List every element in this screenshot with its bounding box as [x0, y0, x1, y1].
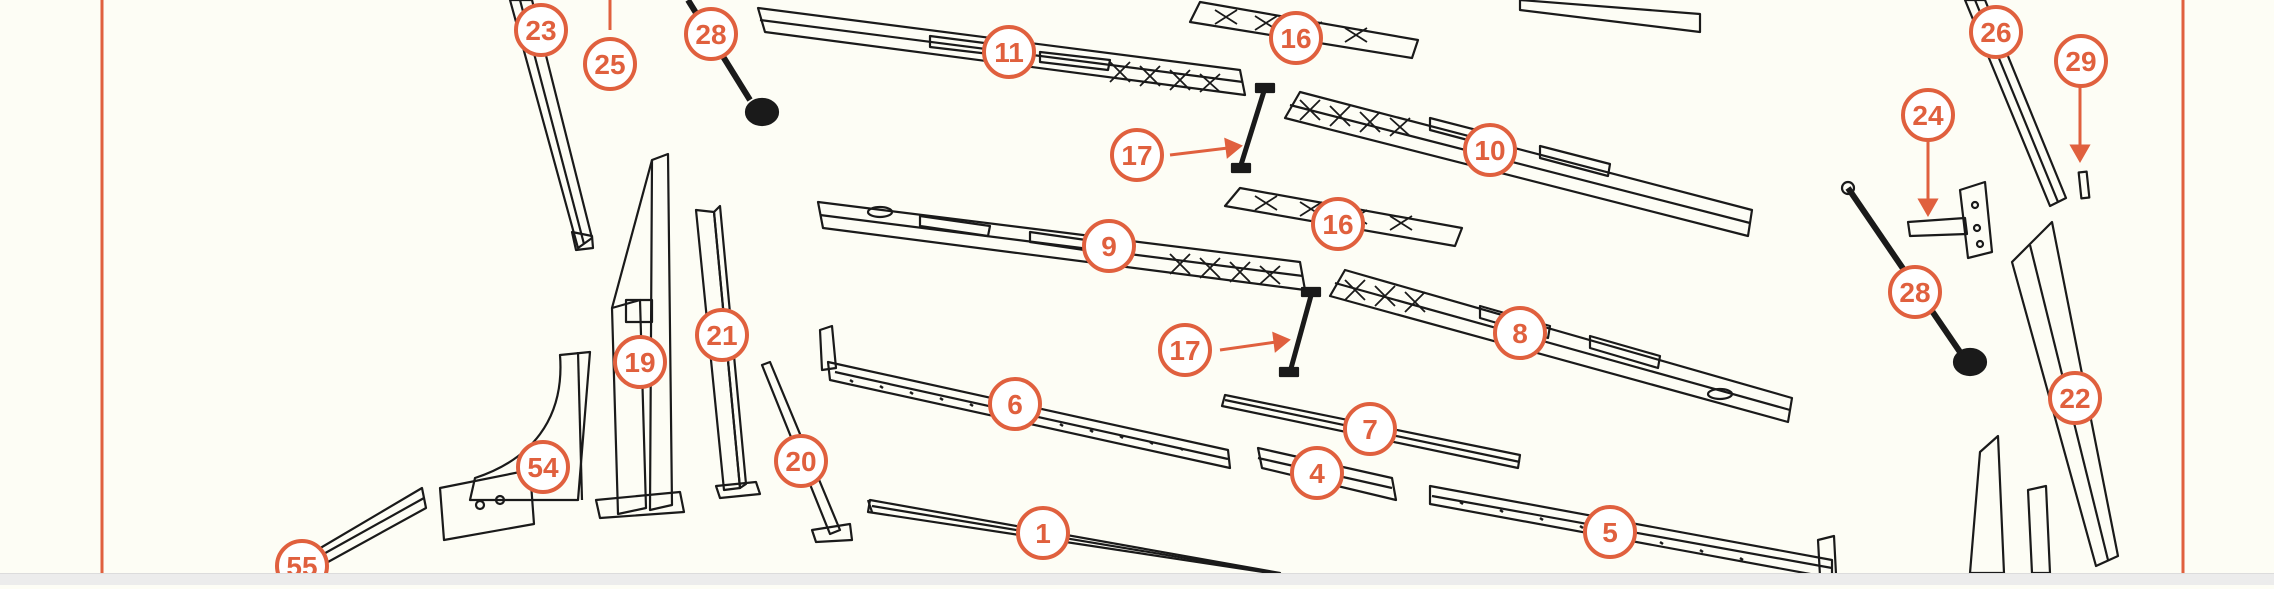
- callout-label: 21: [706, 320, 737, 351]
- part-beam-top-right: [1518, 0, 1702, 34]
- callout-label: 23: [525, 15, 556, 46]
- part-upright-19: [594, 152, 686, 520]
- part-bar-1: [866, 498, 1282, 575]
- callout-28: 28: [684, 7, 738, 61]
- callout-24: 24: [1901, 88, 1955, 142]
- callout-circle: [1290, 446, 1344, 500]
- callout-16: 16: [1311, 197, 1365, 251]
- callout-16: 16: [1269, 11, 1323, 65]
- part-upright-21: [694, 204, 762, 500]
- callout-label: 16: [1280, 23, 1311, 54]
- callout-4: 4: [1290, 446, 1344, 500]
- callout-circle: [1082, 219, 1136, 273]
- callout-label: 28: [1899, 277, 1930, 308]
- callout-circle: [684, 7, 738, 61]
- callout-17: 17: [1158, 323, 1212, 377]
- leader-arrows: [1169, 82, 2091, 353]
- callout-circle: [1888, 265, 1942, 319]
- part-spacer-17-upper: [1230, 82, 1276, 174]
- callout-22: 22: [2048, 371, 2102, 425]
- part-beam-9: [816, 200, 1307, 292]
- callout-circle: [514, 3, 568, 57]
- callout-circle: [1311, 197, 1365, 251]
- callout-label: 5: [1602, 517, 1618, 548]
- callout-29: 29: [2054, 34, 2108, 88]
- callout-label: 26: [1980, 17, 2011, 48]
- callout-9: 9: [1082, 219, 1136, 273]
- callout-label: 28: [695, 19, 726, 50]
- callout-5: 5: [1583, 505, 1637, 559]
- callout-28: 28: [1888, 265, 1942, 319]
- callout-20: 20: [774, 434, 828, 488]
- part-plate-24: [1906, 180, 1994, 260]
- callout-label: 10: [1474, 135, 1505, 166]
- callout-23: 23: [514, 3, 568, 57]
- callout-label: 11: [994, 37, 1024, 68]
- callout-label: 24: [1912, 100, 1944, 131]
- callout-circle: [583, 37, 637, 91]
- part-upright-bottom-right: [1968, 434, 2052, 575]
- callout-circle: [988, 377, 1042, 431]
- horizontal-scrollbar[interactable]: [0, 573, 2274, 585]
- callout-circle: [1583, 505, 1637, 559]
- callout-label: 19: [624, 347, 655, 378]
- callout-label: 4: [1309, 458, 1325, 489]
- callout-circle: [695, 308, 749, 362]
- callout-label: 7: [1362, 414, 1378, 445]
- callout-label: 16: [1322, 209, 1353, 240]
- callout-19: 19: [613, 335, 667, 389]
- callout-label: 29: [2065, 46, 2096, 77]
- callout-label: 54: [527, 452, 559, 483]
- callout-circle: [774, 434, 828, 488]
- callout-54: 54: [516, 440, 570, 494]
- callout-label: 22: [2059, 383, 2090, 414]
- part-beam-10: [1283, 90, 1754, 238]
- callout-circle: [516, 440, 570, 494]
- callout-7: 7: [1343, 402, 1397, 456]
- part-bracket-54: [438, 350, 592, 542]
- callout-21: 21: [695, 308, 749, 362]
- callout-label: 25: [594, 49, 625, 80]
- callout-label: 6: [1007, 389, 1023, 420]
- callout-circle: [1463, 123, 1517, 177]
- callout-26: 26: [1969, 5, 2023, 59]
- callout-label: 17: [1121, 140, 1152, 171]
- callout-circle: [1269, 11, 1323, 65]
- callout-circle: [1969, 5, 2023, 59]
- part-pin-29: [2077, 170, 2091, 200]
- part-spacer-17-lower: [1278, 286, 1322, 378]
- callout-25: 25: [583, 37, 637, 91]
- callout-11: 11: [982, 25, 1036, 79]
- callout-6: 6: [988, 377, 1042, 431]
- callout-circle: [2048, 371, 2102, 425]
- callout-circle: [1158, 323, 1212, 377]
- callout-label: 1: [1035, 518, 1051, 549]
- callout-label: 9: [1101, 231, 1117, 262]
- callout-10: 10: [1463, 123, 1517, 177]
- callout-circle: [2054, 34, 2108, 88]
- part-beam-8: [1328, 268, 1794, 424]
- callout-circle: [1343, 402, 1397, 456]
- callout-17: 17: [1110, 128, 1164, 182]
- callout-label: 20: [785, 446, 816, 477]
- callout-circle: [1110, 128, 1164, 182]
- callout-circle: [1016, 506, 1070, 560]
- callout-circle: [1493, 306, 1547, 360]
- callout-label: 17: [1169, 335, 1200, 366]
- callout-circle: [613, 335, 667, 389]
- callout-circle: [982, 25, 1036, 79]
- callout-label: 8: [1512, 318, 1528, 349]
- callout-1: 1: [1016, 506, 1070, 560]
- callout-8: 8: [1493, 306, 1547, 360]
- callout-circle: [1901, 88, 1955, 142]
